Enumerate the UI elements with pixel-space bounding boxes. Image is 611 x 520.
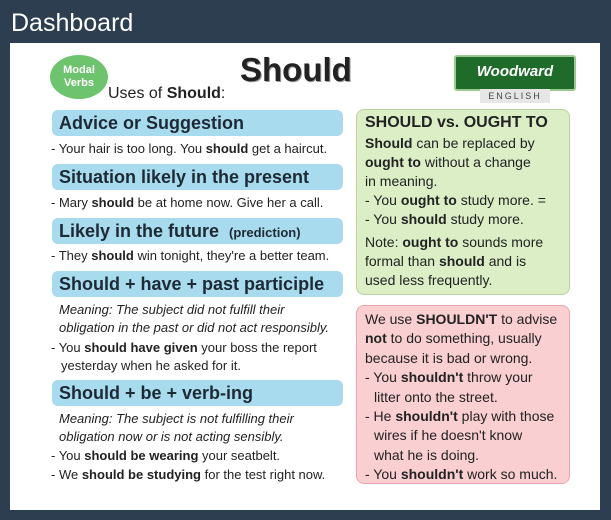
- box-row: - He shouldn't play with those: [365, 408, 555, 425]
- box-row: not to do something, usually: [365, 330, 542, 347]
- modal-verbs-badge: Modal Verbs: [50, 55, 108, 99]
- box-row: Note: ought to sounds more: [365, 234, 544, 250]
- meaning-line: obligation now or is not acting sensibly…: [59, 429, 284, 444]
- section-heading: Should + have + past participle: [52, 271, 343, 297]
- box-row: - You shouldn't throw your: [365, 369, 533, 386]
- uses-prefix: Uses of: [108, 85, 163, 102]
- box-row: - You should study more.: [365, 211, 524, 227]
- meaning-line: Meaning: The subject is not fulfilling t…: [59, 411, 294, 426]
- box-row: ought to without a change: [365, 154, 531, 170]
- box-row: in meaning.: [365, 173, 438, 189]
- example-line: - They should win tonight, they're a bet…: [51, 248, 330, 263]
- logo-subtitle: ENGLISH: [480, 89, 550, 103]
- uses-suffix: :: [220, 85, 226, 102]
- meaning-line: obligation in the past or did not act re…: [59, 320, 330, 335]
- example-line: - We should be studying for the test rig…: [51, 467, 326, 482]
- box-row: We use SHOULDN'T to advise: [365, 311, 558, 327]
- section-heading: Should + be + verb-ing: [52, 380, 343, 406]
- section-heading: Situation likely in the present: [52, 164, 343, 190]
- uses-label: Uses of Should:: [108, 85, 225, 103]
- example-line: - Your hair is too long. You should get …: [51, 141, 328, 156]
- box-row: litter onto the street.: [374, 388, 498, 405]
- box-row: wires if he doesn't know: [374, 427, 523, 444]
- heading-note: (prediction): [229, 225, 301, 240]
- example-line: - Mary should be at home now. Give her a…: [51, 195, 324, 210]
- box-row: - You shouldn't work so much.: [365, 466, 558, 483]
- section-heading: Advice or Suggestion: [52, 110, 343, 136]
- box-row: formal than should and is: [365, 253, 527, 269]
- section-heading: Likely in the future (prediction): [52, 218, 343, 244]
- example-line: yesterday when he asked for it.: [61, 358, 241, 373]
- box-title: SHOULD vs. OUGHT TO: [365, 114, 548, 131]
- lesson-card: Modal Verbs Should Uses of Should: Woodw…: [10, 43, 600, 510]
- meaning-line: Meaning: The subject did not fulfill the…: [59, 302, 285, 317]
- should-vs-ought-box: SHOULD vs. OUGHT TO Should can be replac…: [356, 109, 570, 295]
- panel-footer: [10, 510, 600, 520]
- dashboard-title: Dashboard: [11, 9, 134, 37]
- woodward-logo: Woodward: [454, 55, 576, 91]
- box-row: Should can be replaced by: [365, 135, 535, 151]
- shouldnt-box: We use SHOULDN'T to advise not to do som…: [356, 305, 570, 484]
- badge-line: Modal: [63, 64, 95, 76]
- box-row: because it is bad or wrong.: [365, 349, 533, 366]
- box-row: used less frequently.: [365, 272, 493, 288]
- badge-line: Verbs: [64, 77, 94, 89]
- uses-word: Should: [166, 85, 221, 102]
- box-row: - You ought to study more. =: [365, 192, 546, 208]
- box-row: what he is doing.: [374, 446, 480, 463]
- lesson-title: Should: [240, 51, 352, 88]
- example-line: - You should have given your boss the re…: [51, 340, 317, 355]
- example-line: - You should be wearing your seatbelt.: [51, 448, 281, 463]
